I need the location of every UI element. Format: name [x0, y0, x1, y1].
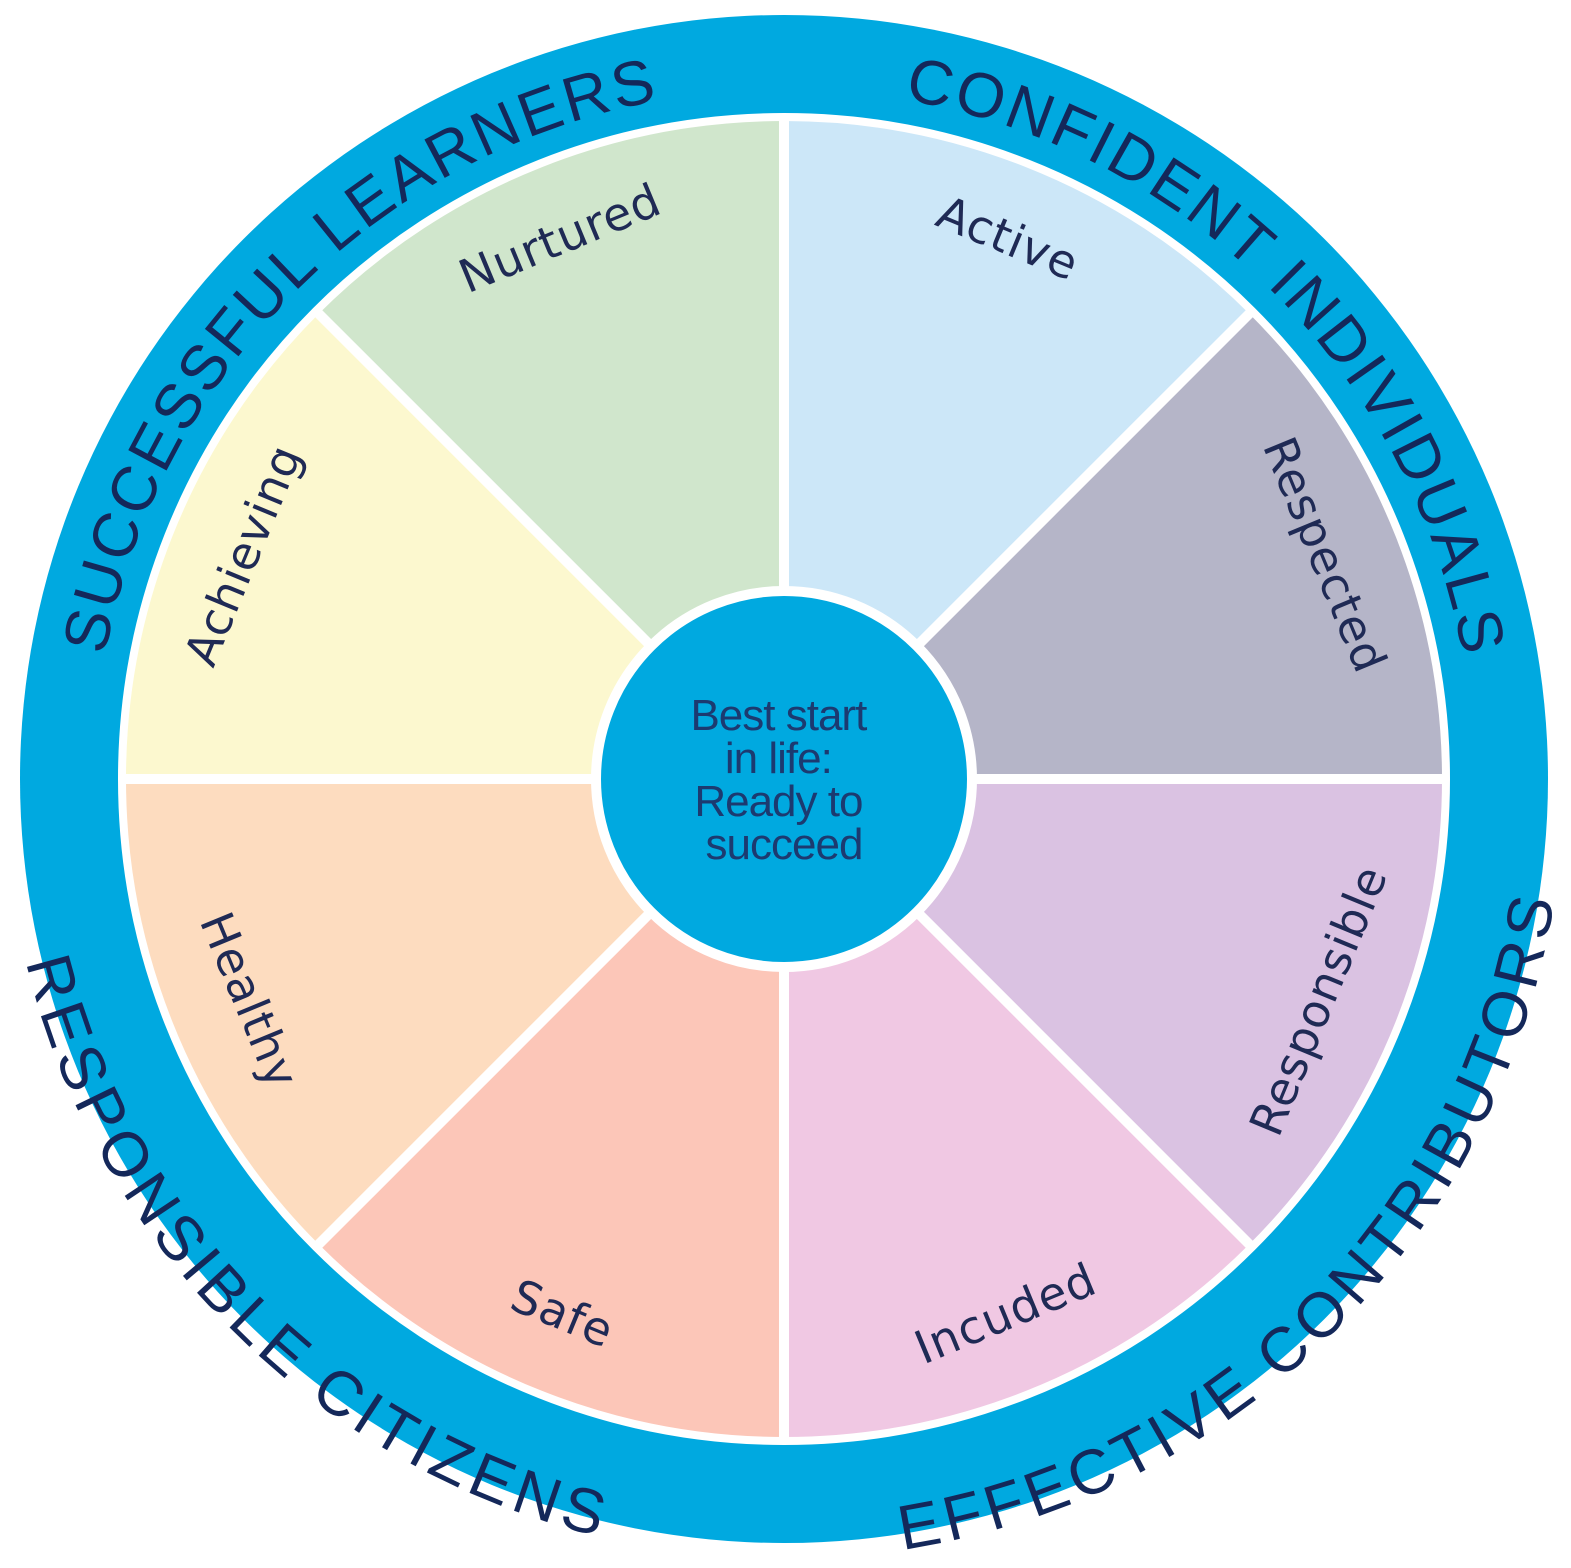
hub-line-1: Best start [690, 691, 867, 740]
segment-achieving [124, 312, 784, 779]
segment-nurtured [317, 119, 784, 779]
segment-respected [784, 312, 1444, 779]
hub-text: Best start in life: Ready to succeed [690, 691, 877, 869]
segment-incuded [784, 779, 1251, 1439]
hub-line-3: Ready to [694, 777, 862, 826]
hub-line-4: succeed [706, 820, 863, 869]
segment-safe [317, 779, 784, 1439]
segment-responsible [784, 779, 1444, 1246]
segment-active [784, 119, 1251, 779]
segment-healthy [124, 779, 784, 1246]
segment-disc-border [118, 113, 1450, 1445]
hub-line-2: in life: [725, 734, 832, 783]
wellbeing-segments [124, 119, 1444, 1439]
center-hub [591, 586, 977, 972]
